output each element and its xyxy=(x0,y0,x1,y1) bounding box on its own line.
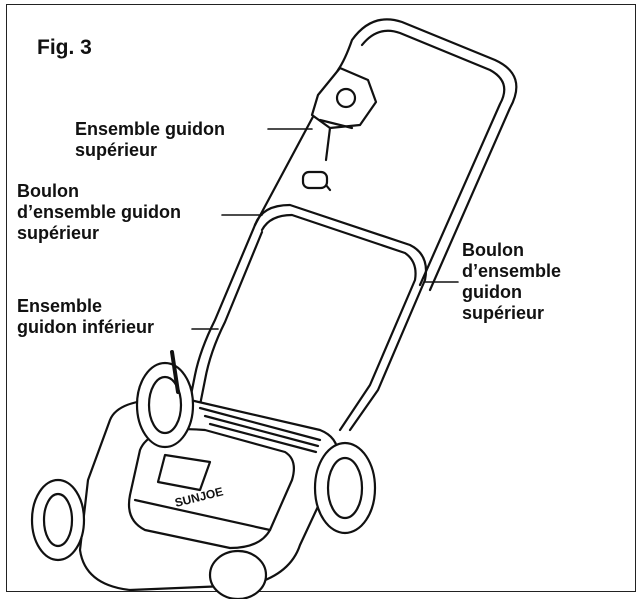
rear-right-wheel xyxy=(313,441,377,535)
rear-left-wheel xyxy=(135,361,195,449)
callout-upper-handle-bolt-right: Boulon d’ensemble guidon supérieur xyxy=(462,240,562,323)
upper-handle-inner xyxy=(360,29,506,287)
callout-upper-handle-assembly: Ensemble guidon supérieur xyxy=(75,119,226,160)
front-left-wheel xyxy=(30,478,86,562)
switch-box xyxy=(310,66,378,130)
callout-lower-handle-assembly: Ensemble guidon inférieur xyxy=(17,296,154,337)
front-right-wheel xyxy=(208,549,268,599)
lower-handle xyxy=(253,203,428,432)
battery-slot xyxy=(156,453,212,492)
figure-label: Fig. 3 xyxy=(37,36,92,59)
callout-upper-handle-bolt-left: Boulon d’ensemble guidon supérieur xyxy=(17,181,182,243)
